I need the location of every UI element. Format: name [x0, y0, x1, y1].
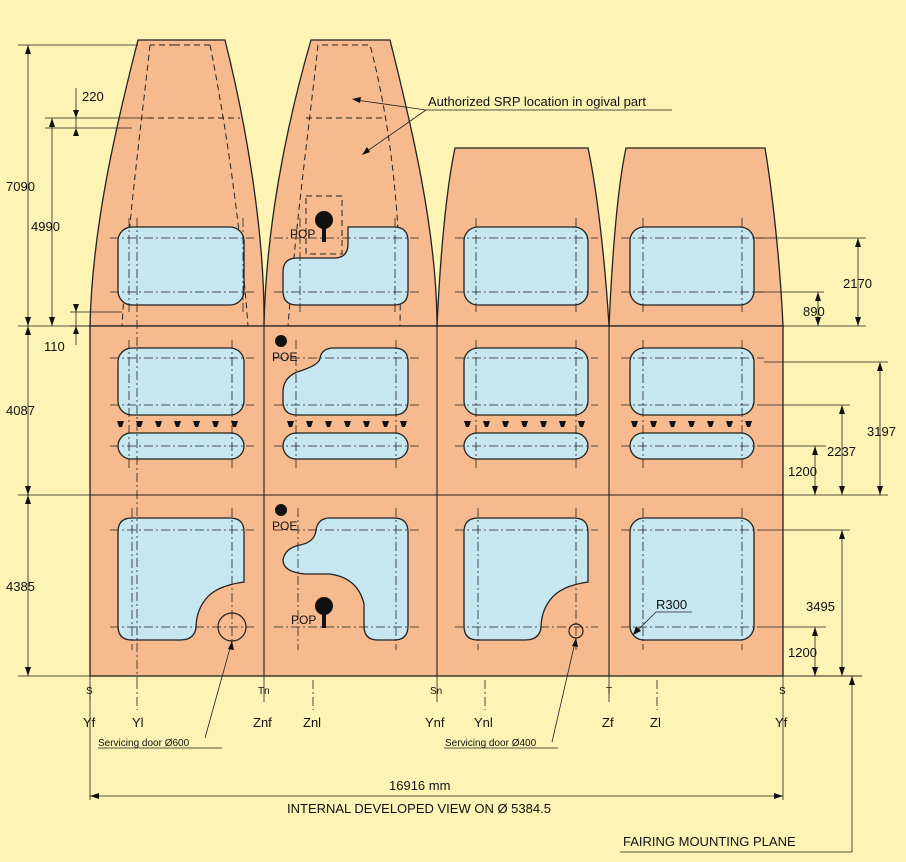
view-caption: INTERNAL DEVELOPED VIEW ON Ø 5384.5: [287, 801, 551, 816]
total-width: 16916 mm: [389, 778, 450, 793]
svg-text:Yl: Yl: [132, 715, 144, 730]
left-dimensions: [18, 44, 148, 677]
axis-labels: S Tn Sn T S Yf Yl Znf Znl Ynf Ynl Zf Zl …: [83, 686, 788, 730]
window-bottom-4: [629, 517, 755, 641]
svg-text:Zl: Zl: [650, 715, 661, 730]
svg-text:Sn: Sn: [430, 686, 442, 697]
poe-marker-mid: [275, 335, 287, 347]
svg-text:S: S: [86, 686, 93, 697]
servicing-door-400-label: Servicing door Ø400: [445, 738, 537, 749]
pop-label-bottom: POP: [291, 613, 316, 627]
dim-1200-mid: 1200: [788, 464, 817, 479]
svg-text:Ynl: Ynl: [474, 715, 493, 730]
fairing-plane-label: FAIRING MOUNTING PLANE: [623, 834, 796, 849]
dim-110: 110: [44, 339, 65, 354]
pop-label-top: POP: [290, 227, 315, 241]
pop-marker-bottom: [315, 597, 333, 628]
poe-marker-bottom: [275, 504, 287, 516]
svg-text:Zf: Zf: [602, 715, 614, 730]
radius-label: R300: [656, 597, 687, 612]
window-bottom-3: [463, 517, 589, 641]
dim-4087: 4087: [6, 403, 35, 418]
srp-zone-1: [121, 44, 249, 327]
pop-dashed-box: [305, 195, 343, 255]
svg-text:Ynf: Ynf: [425, 715, 445, 730]
svg-text:Yf: Yf: [83, 715, 96, 730]
dim-2237: 2237: [827, 444, 856, 459]
srp-zone-2: [287, 44, 401, 327]
window-mid-2: [282, 347, 409, 416]
window-bottom-2: [282, 517, 409, 641]
dim-890: 890: [803, 304, 825, 319]
svg-text:Znf: Znf: [253, 715, 272, 730]
dim-1200-bottom: 1200: [788, 645, 817, 660]
window-bottom-1: [117, 517, 245, 641]
window-ogive-4: [629, 226, 755, 306]
svg-text:Znl: Znl: [303, 715, 321, 730]
poe-label-bottom: POE: [272, 519, 297, 533]
pop-marker-top: [315, 211, 333, 242]
dim-3197: 3197: [867, 424, 896, 439]
window-ogive-1: [117, 226, 245, 306]
poe-label-mid: POE: [272, 350, 297, 364]
window-ogive-3: [463, 226, 589, 306]
window-mid-3: [463, 347, 589, 416]
servicing-door-600-label: Servicing door Ø600: [98, 738, 190, 749]
dim-220: 220: [82, 89, 104, 104]
svg-text:S: S: [779, 686, 786, 697]
window-mid-1: [117, 347, 245, 416]
dim-7090: 7090: [6, 179, 35, 194]
srp-callout: Authorized SRP location in ogival part: [428, 94, 646, 109]
dim-2170: 2170: [843, 276, 872, 291]
dim-4385: 4385: [6, 579, 35, 594]
window-ogive-2: [282, 226, 409, 306]
window-mid-4: [629, 347, 755, 416]
svg-text:Yf: Yf: [775, 715, 788, 730]
dim-3495: 3495: [806, 599, 835, 614]
dim-4990: 4990: [31, 219, 60, 234]
